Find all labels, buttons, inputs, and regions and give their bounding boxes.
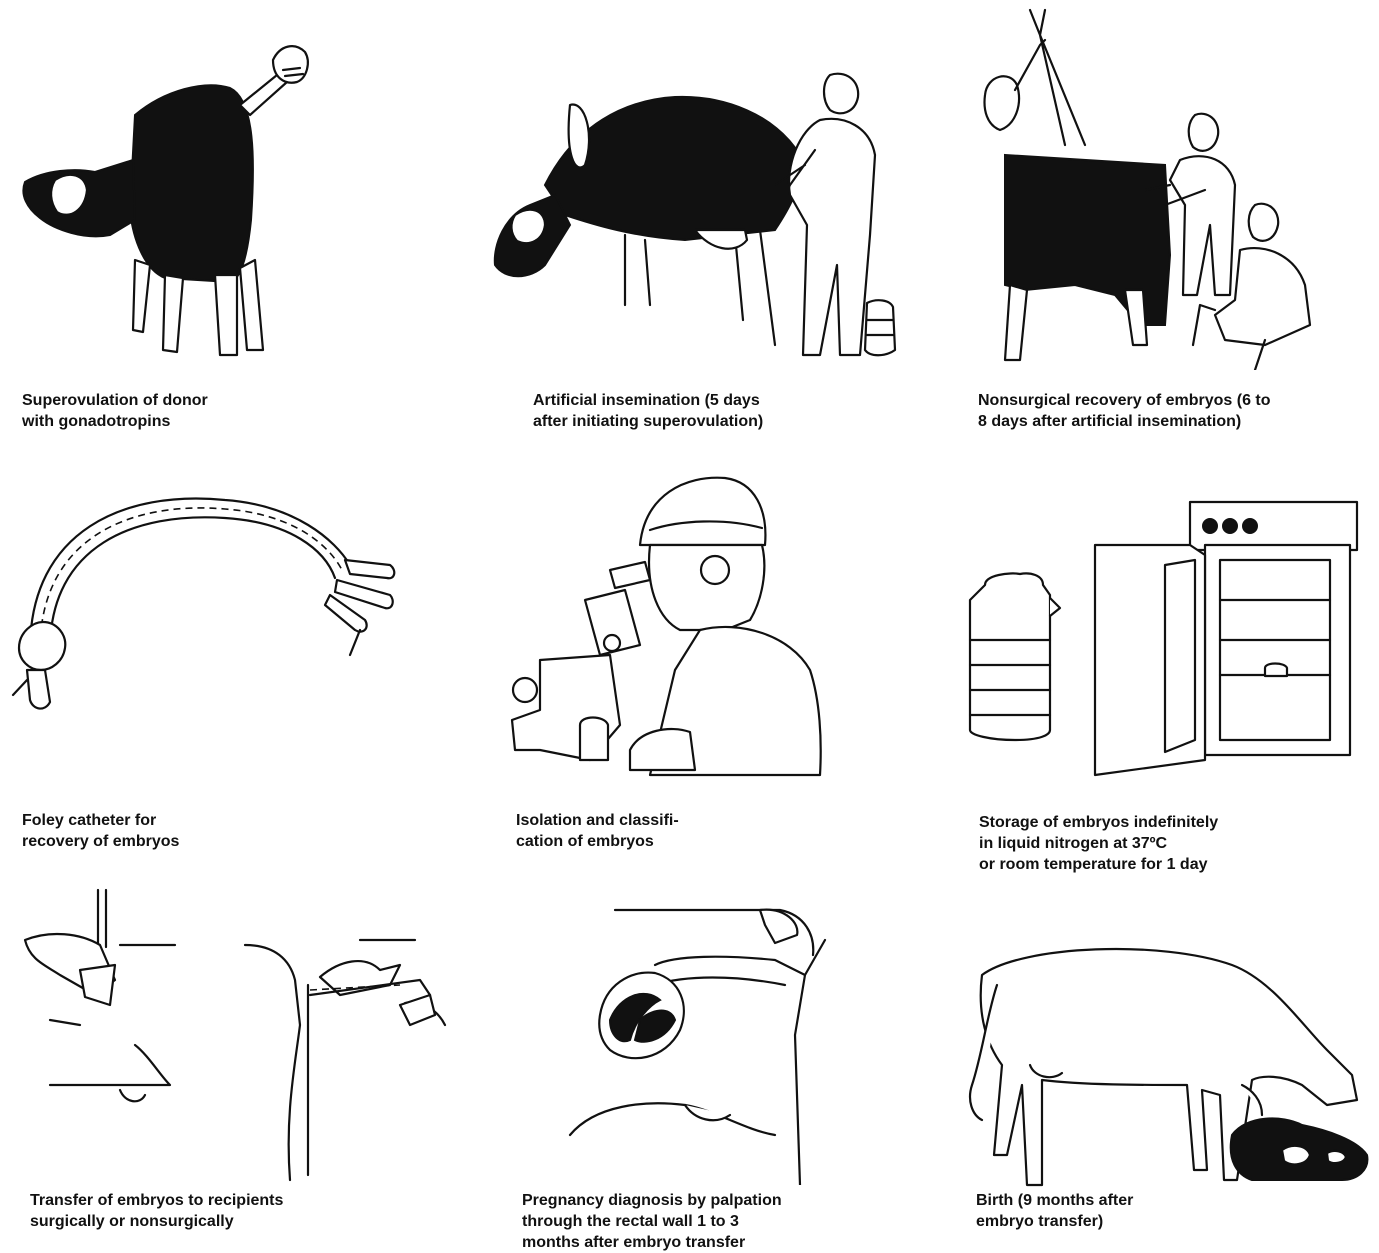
cow-injection-illustration [15, 20, 315, 365]
caption-transfer: Transfer of embryos to recipients surgic… [30, 1190, 390, 1232]
cow-and-calf-illustration [962, 935, 1372, 1195]
caption-storage: Storage of embryos indefinitely in liqui… [979, 812, 1319, 875]
nitrogen-tank-and-incubator-illustration [965, 490, 1360, 785]
caption-recovery: Nonsurgical recovery of embryos (6 to 8 … [978, 390, 1358, 432]
foley-catheter-illustration [5, 470, 405, 720]
caption-birth: Birth (9 months after embryo transfer) [976, 1190, 1276, 1232]
insemination-illustration [485, 65, 915, 365]
caption-catheter: Foley catheter for recovery of embryos [22, 810, 322, 852]
recovery-illustration [965, 5, 1345, 370]
caption-insemination: Artificial insemination (5 days after in… [533, 390, 873, 432]
embryo-transfer-illustration [20, 885, 455, 1185]
caption-superovulation: Superovulation of donor with gonadotropi… [22, 390, 342, 432]
caption-diagnosis: Pregnancy diagnosis by palpation through… [522, 1190, 882, 1253]
rectal-palpation-illustration [565, 895, 840, 1185]
caption-isolation: Isolation and classifi- cation of embryo… [516, 810, 816, 852]
microscope-technician-illustration [500, 470, 850, 780]
